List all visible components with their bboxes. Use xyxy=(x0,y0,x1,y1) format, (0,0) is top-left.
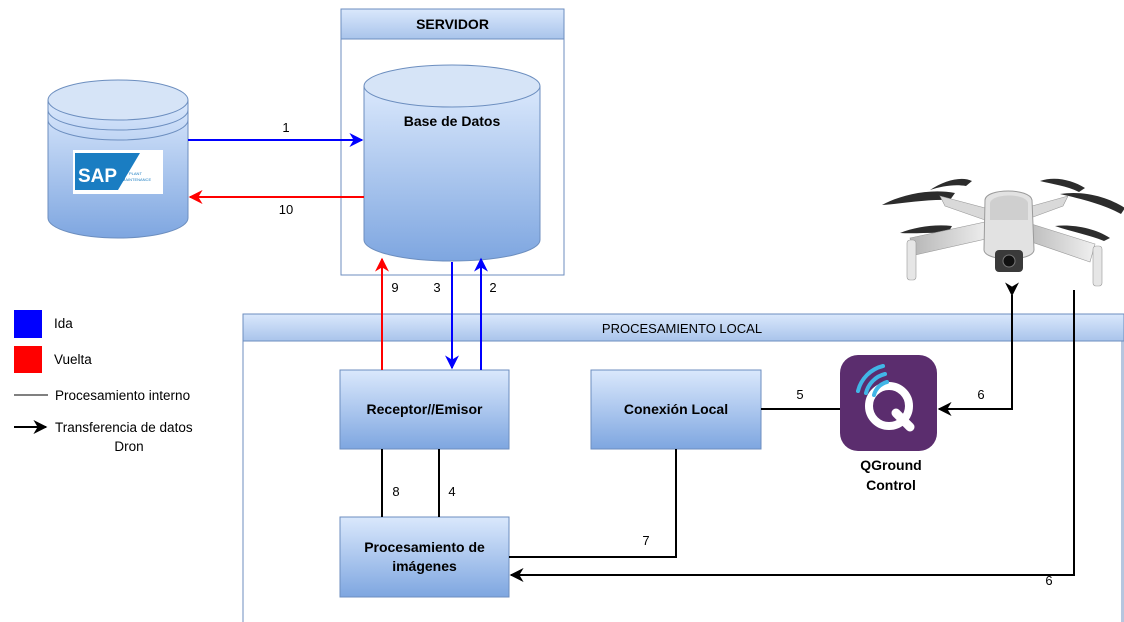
sap-logo: SAP PLANT MAINTENANCE xyxy=(73,150,163,194)
legend-interno: Procesamiento interno xyxy=(55,388,190,403)
qgroundcontrol-icon xyxy=(840,355,937,451)
legend-vuelta: Vuelta xyxy=(54,352,92,367)
procesamiento-label-2: imágenes xyxy=(392,558,457,574)
conexion-label: Conexión Local xyxy=(624,401,728,417)
edge-label-6b: 6 xyxy=(1045,573,1052,588)
drone-image xyxy=(882,178,1124,287)
legend-vuelta-swatch xyxy=(14,346,42,373)
legend: Ida Vuelta Procesamiento interno Transfe… xyxy=(14,310,193,454)
edge-7 xyxy=(509,449,677,558)
database-cylinder: Base de Datos xyxy=(363,64,541,262)
edge-label-7: 7 xyxy=(642,533,649,548)
edge-label-6a: 6 xyxy=(977,387,984,402)
receptor-emisor-box: Receptor//Emisor xyxy=(339,369,510,450)
local-title: PROCESAMIENTO LOCAL xyxy=(602,321,762,336)
qground-label-2: Control xyxy=(866,477,916,493)
conexion-local-box: Conexión Local xyxy=(590,369,762,450)
edge-6-procesamiento xyxy=(509,290,1075,582)
edge-label-4: 4 xyxy=(448,484,455,499)
edge-6-qground xyxy=(937,282,1019,416)
edge-label-8: 8 xyxy=(392,484,399,499)
edge-label-9: 9 xyxy=(391,280,398,295)
edge-label-10: 10 xyxy=(279,202,293,217)
edge-label-3: 3 xyxy=(433,280,440,295)
edge-label-1: 1 xyxy=(282,120,289,135)
edge-label-5: 5 xyxy=(796,387,803,402)
legend-ida-swatch xyxy=(14,310,42,338)
procesamiento-imagenes-box: Procesamiento de imágenes xyxy=(339,516,510,598)
sap-sub1: PLANT xyxy=(129,171,142,176)
procesamiento-label-1: Procesamiento de xyxy=(364,539,485,555)
legend-ida: Ida xyxy=(54,316,73,331)
sap-brand: SAP xyxy=(78,166,117,187)
qground-label-1: QGround xyxy=(860,457,921,473)
sap-sub2: MAINTENANCE xyxy=(122,177,151,182)
receptor-label: Receptor//Emisor xyxy=(367,401,483,417)
edge-label-2: 2 xyxy=(489,280,496,295)
legend-transfer-2: Dron xyxy=(114,439,143,454)
server-title: SERVIDOR xyxy=(416,16,489,32)
legend-transfer-1: Transferencia de datos xyxy=(55,420,193,435)
sap-cylinder: SAP PLANT MAINTENANCE xyxy=(47,79,189,239)
database-label: Base de Datos xyxy=(404,113,501,129)
